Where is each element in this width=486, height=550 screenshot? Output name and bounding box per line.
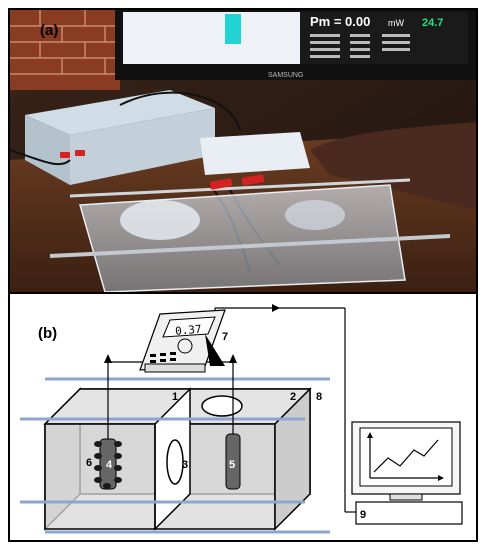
screen-small-text bbox=[310, 34, 410, 58]
label-5: 5 bbox=[229, 459, 235, 471]
panel-a-label: (a) bbox=[40, 22, 58, 39]
power-supply-box bbox=[25, 90, 215, 185]
panel-divider bbox=[10, 292, 476, 294]
arrow-anode bbox=[104, 354, 112, 363]
label-6: 6 bbox=[86, 457, 92, 469]
schematic-panel: 0.37 bbox=[10, 294, 476, 540]
cathode-opening bbox=[201, 395, 243, 417]
multimeter-reading: 0.37 bbox=[175, 323, 203, 338]
label-3: 3 bbox=[182, 459, 188, 471]
threaded-rod-lower bbox=[49, 234, 451, 258]
photo-panel: Pm = 0.00 mW 24.7 SAMSUNG bbox=[10, 10, 476, 292]
bacteria-dots bbox=[94, 441, 122, 489]
membrane-ellipse bbox=[166, 439, 184, 485]
label-9: 9 bbox=[360, 509, 366, 521]
arrow-cathode bbox=[229, 354, 237, 363]
monitor: Pm = 0.00 mW 24.7 SAMSUNG bbox=[115, 10, 476, 80]
screen-readout: Pm = 0.00 bbox=[310, 14, 370, 29]
screen-value: 24.7 bbox=[422, 17, 443, 29]
panel-b-label: (b) bbox=[38, 325, 57, 342]
paper-sheet bbox=[200, 132, 310, 175]
schematic-diagram: 0.37 bbox=[20, 304, 463, 534]
membrane-partition bbox=[154, 387, 191, 531]
brick-wall bbox=[10, 10, 120, 90]
screen-unit: mW bbox=[388, 18, 404, 28]
cyan-bar bbox=[225, 14, 241, 44]
computer bbox=[351, 421, 463, 525]
monitor-brand: SAMSUNG bbox=[268, 72, 303, 79]
computer-graph bbox=[369, 434, 442, 479]
multimeter: 0.37 bbox=[139, 309, 226, 373]
figure-frame: Pm = 0.00 mW 24.7 SAMSUNG bbox=[8, 8, 478, 542]
label-7: 7 bbox=[222, 331, 228, 343]
threaded-rod-upper bbox=[69, 178, 411, 198]
person-arm bbox=[310, 122, 476, 210]
label-2: 2 bbox=[290, 391, 296, 403]
arrow-to-computer bbox=[272, 304, 280, 312]
label-1: 1 bbox=[172, 391, 178, 403]
anode-electrode bbox=[94, 438, 122, 490]
label-8: 8 bbox=[316, 391, 322, 403]
photo-illustration: Pm = 0.00 mW 24.7 SAMSUNG bbox=[10, 10, 476, 292]
acrylic-tank bbox=[79, 184, 406, 292]
label-4: 4 bbox=[106, 459, 113, 471]
alligator-clips bbox=[60, 150, 265, 190]
